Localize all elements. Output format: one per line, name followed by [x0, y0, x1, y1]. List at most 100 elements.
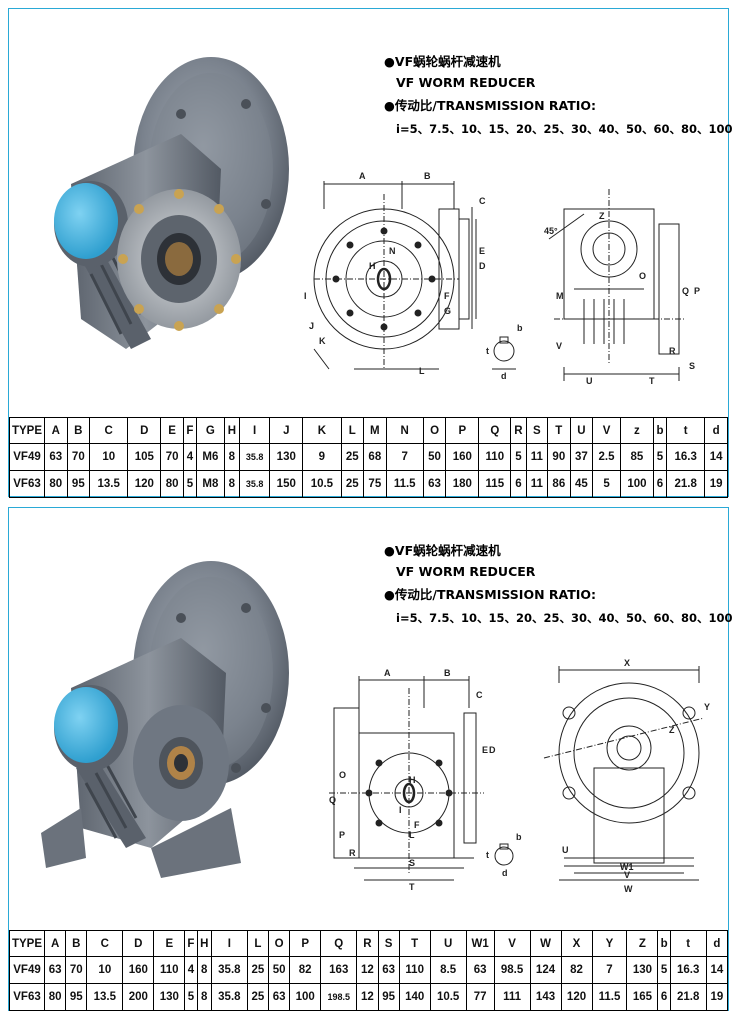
header-cell: X [560, 930, 593, 957]
table-cell: 25 [340, 443, 365, 471]
table-cell: 80 [43, 983, 67, 1011]
table-cell: 85 [619, 443, 654, 471]
table-cell: 19 [705, 983, 729, 1011]
dim-label-t: T [409, 882, 415, 892]
table-cell: 11 [525, 443, 549, 471]
table-cell: 6 [510, 470, 527, 498]
dim-label-f: F [444, 291, 450, 301]
header-cell: z [619, 417, 654, 444]
table-cell: 7 [385, 443, 424, 471]
dim-label-b: B [424, 171, 431, 181]
dim-label-x: X [624, 658, 630, 668]
table-cell: 11.5 [385, 470, 424, 498]
table-cell: 77 [465, 983, 495, 1011]
table-cell: 5 [592, 470, 621, 498]
table-cell: 13.5 [89, 470, 129, 498]
table-cell: 12 [356, 956, 379, 984]
header-cell: Q [320, 930, 358, 957]
table-cell: 13.5 [86, 983, 124, 1011]
table-cell: 5 [510, 443, 527, 471]
header-cell: P [445, 417, 480, 444]
table-cell: 82 [289, 956, 322, 984]
dim-label-u: U [562, 845, 569, 855]
table-cell: 5 [652, 443, 668, 471]
dim-label-i: I [399, 805, 402, 815]
table-cell: 8 [223, 470, 240, 498]
header-cell: TYPE [9, 417, 45, 444]
dim-label-a: A [384, 668, 391, 678]
table-cell: 70 [65, 956, 88, 984]
table-cell: 86 [547, 470, 571, 498]
dim-label-t-side: T [649, 376, 655, 386]
spec-table-flange: TYPE A B C D E F G H I J K L M N O P Q R… [9, 417, 728, 498]
table-cell: 14 [705, 956, 729, 984]
table-cell: 9 [302, 443, 342, 471]
table-cell: 100 [289, 983, 322, 1011]
title-block: ●VF蜗轮蜗杆减速机 VF WORM REDUCER ●传动比/TRANSMIS… [384, 540, 733, 626]
table-cell: 16.3 [666, 443, 706, 471]
header-cell: J [269, 417, 304, 444]
table-cell: 70 [66, 443, 91, 471]
dim-label-l: L [419, 366, 425, 376]
dim-label-z: Z [599, 211, 605, 221]
header-cell: I [238, 417, 271, 444]
header-cell: E [160, 417, 184, 444]
dim-label-m: M [556, 291, 564, 301]
table-cell: 45 [569, 470, 594, 498]
dim-label-h: H [409, 775, 416, 785]
dim-label-n: N [389, 246, 396, 256]
dim-label-b: B [444, 668, 451, 678]
header-cell: I [210, 930, 248, 957]
table-cell: 198.5 [320, 983, 358, 1011]
dim-label-i: I [304, 291, 307, 301]
header-cell: B [66, 417, 91, 444]
header-cell: E [153, 930, 186, 957]
header-cell: U [429, 930, 467, 957]
table-cell: 80 [44, 470, 68, 498]
table-cell: 12 [356, 983, 379, 1011]
dim-label-q: Q [682, 286, 689, 296]
header-cell: R [510, 417, 527, 444]
dim-label-h: H [369, 261, 376, 271]
dim-label-t-key: t [486, 850, 489, 860]
dim-label-k: K [319, 336, 326, 346]
header-cell: TYPE [9, 930, 45, 957]
dim-label-d: D [479, 261, 486, 271]
header-cell: V [493, 930, 531, 957]
header-cell: G [196, 417, 225, 444]
table-cell: 110 [398, 956, 431, 984]
dim-label-o: O [339, 770, 346, 780]
header-cell: N [385, 417, 424, 444]
dim-label-r: R [349, 848, 356, 858]
ratio-values: i=5、7.5、10、15、20、25、30、40、50、60、80、100 [396, 611, 733, 625]
table-cell: 160 [122, 956, 155, 984]
table-cell: 8 [196, 983, 212, 1011]
table-cell: M8 [196, 470, 225, 498]
title-block: ●VF蜗轮蜗杆减速机 VF WORM REDUCER ●传动比/TRANSMIS… [384, 51, 733, 137]
table-cell: 21.8 [669, 983, 707, 1011]
dim-label-o: O [639, 271, 646, 281]
header-cell: C [86, 930, 124, 957]
dim-label-e: E [479, 246, 485, 256]
header-cell: B [65, 930, 88, 957]
table-cell: 140 [398, 983, 431, 1011]
table-cell: 25 [246, 983, 270, 1011]
dim-label-d-key: d [502, 868, 508, 878]
table-cell: 130 [626, 956, 659, 984]
ratio-values: i=5、7.5、10、15、20、25、30、40、50、60、80、100 [396, 122, 733, 136]
table-cell: 6 [657, 983, 671, 1011]
header-cell: W [529, 930, 562, 957]
title-chinese: ●VF蜗轮蜗杆减速机 [384, 543, 501, 558]
dim-label-d-key: d [501, 371, 507, 381]
product-photo-foot-reducer [41, 561, 289, 878]
table-cell: 95 [65, 983, 88, 1011]
header-cell: S [525, 417, 549, 444]
table-cell: VF49 [9, 956, 45, 984]
table-cell: 163 [320, 956, 358, 984]
header-cell: b [657, 930, 671, 957]
dim-label-u: U [586, 376, 593, 386]
table-cell: 63 [44, 443, 68, 471]
header-cell: W1 [465, 930, 495, 957]
